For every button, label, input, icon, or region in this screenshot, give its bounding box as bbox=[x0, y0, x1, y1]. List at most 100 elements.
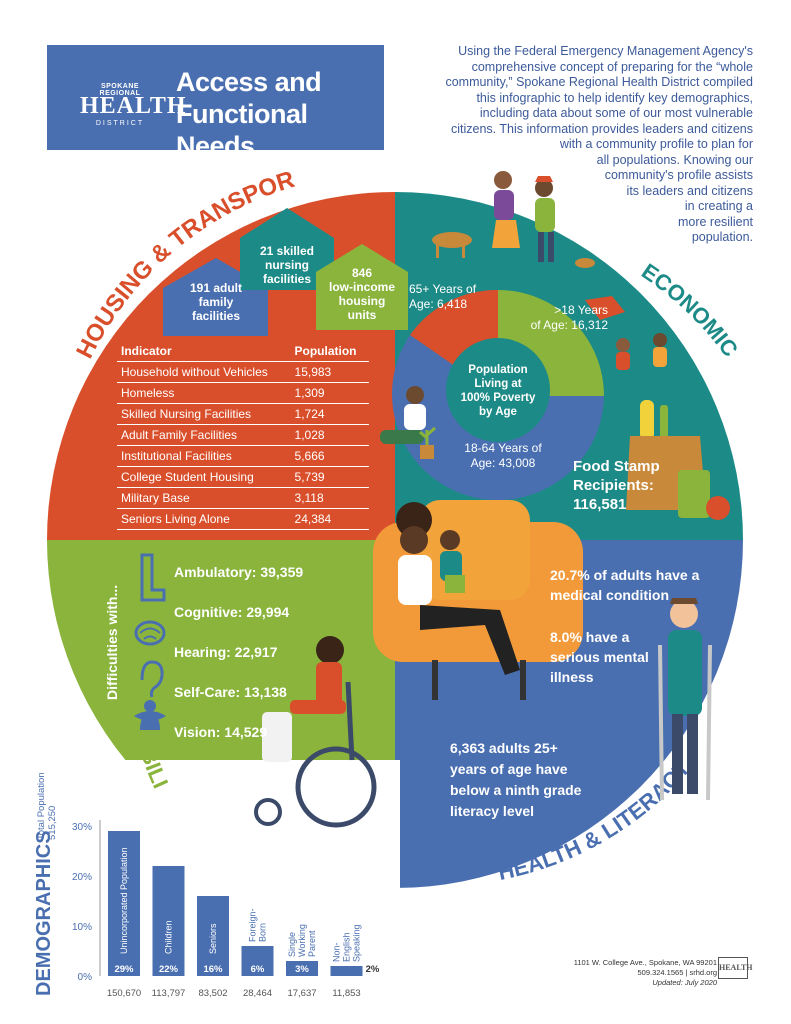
indicator-cell: Household without Vehicles bbox=[117, 361, 291, 383]
intro-line: community,” Spokane Regional Health Dist… bbox=[445, 75, 753, 89]
table-header-row: Indicator Population bbox=[117, 341, 369, 362]
food-stamp-line: 116,581 bbox=[573, 496, 627, 513]
population-cell: 1,028 bbox=[290, 424, 369, 446]
indicator-cell: Institutional Facilities bbox=[117, 445, 291, 467]
population-cell: 3,118 bbox=[290, 487, 369, 509]
footer-contact: 1101 W. College Ave., Spokane, WA 99201 … bbox=[505, 958, 717, 988]
difficulties-label: Difficulties with... bbox=[104, 584, 120, 700]
logo-main-text: HEALTH bbox=[80, 93, 187, 119]
header-indicator: Indicator bbox=[117, 341, 291, 362]
bar-category-label: Foreign-Born bbox=[248, 908, 268, 942]
literacy-stat: 6,363 adults 25+ years of age have below… bbox=[450, 738, 630, 822]
stat2-line: 8.0% have a bbox=[550, 629, 630, 645]
ear-icon bbox=[140, 660, 164, 698]
donut-label-1864: 18-64 Years of Age: 43,008 bbox=[448, 441, 558, 471]
donut-center-line: 100% Poverty bbox=[460, 392, 536, 404]
bar-category-label: Unincorporated Population bbox=[119, 847, 129, 954]
stat3-line: below a ninth grade bbox=[450, 782, 582, 798]
population-cell: 5,666 bbox=[290, 445, 369, 467]
stat2-line: illness bbox=[550, 669, 594, 685]
bar-count-label: 150,670 bbox=[107, 988, 141, 999]
footer-updated: Updated: July 2020 bbox=[652, 978, 717, 987]
leg-icon bbox=[140, 553, 166, 602]
food-stamp-line: Recipients: bbox=[573, 477, 654, 494]
one-in-six-label: 1 in 6 live with a disability bbox=[186, 759, 346, 797]
stat1-line: medical condition bbox=[550, 587, 670, 603]
bar-count-label: 17,637 bbox=[287, 988, 316, 999]
header-population: Population bbox=[290, 341, 369, 362]
bar-category-label: Children bbox=[164, 920, 174, 954]
bar-value-label: 2% bbox=[366, 964, 380, 975]
population-cell: 5,739 bbox=[290, 466, 369, 488]
disability-item: Self-Care: 13,138 bbox=[174, 672, 374, 712]
bar-category-label: Non-EnglishSpeaking bbox=[332, 924, 362, 962]
indicator-cell: Skilled Nursing Facilities bbox=[117, 403, 291, 425]
bar-count-label: 113,797 bbox=[152, 988, 186, 999]
house3-line: 846 bbox=[351, 266, 373, 280]
footer-logo: HEALTH bbox=[718, 957, 753, 979]
bar-value-label: 22% bbox=[159, 964, 179, 975]
intro-line: including data about some of our most vu… bbox=[479, 106, 753, 120]
intro-line: more resilient bbox=[677, 214, 753, 229]
bar-category-label: SingleWorkingParent bbox=[287, 924, 317, 957]
medical-condition-stat: 20.7% of adults have a medical condition bbox=[550, 565, 750, 605]
seg18-line: of Age: 16,312 bbox=[530, 318, 608, 332]
title-line-1: Access and bbox=[176, 67, 322, 97]
seg65-line: 65+ Years of bbox=[409, 282, 477, 296]
house1-line: facilities bbox=[191, 309, 241, 323]
intro-line: population. bbox=[691, 230, 753, 244]
house-label-adult-family: 191 adult family facilities bbox=[168, 281, 264, 323]
population-cell: 24,384 bbox=[290, 508, 369, 530]
stat3-line: literacy level bbox=[450, 803, 535, 819]
y-tick-label: 20% bbox=[72, 872, 92, 883]
bar-value-label: 29% bbox=[114, 964, 134, 975]
house3-line: units bbox=[347, 308, 377, 322]
bar-category-label: Seniors bbox=[208, 923, 218, 954]
crutches-boy-illustration bbox=[658, 598, 712, 801]
chart-title: DEMOGRAPHICS bbox=[33, 830, 55, 996]
chart-subtitle: Total Population515,250 bbox=[36, 772, 58, 840]
disability-item-label: Vision: 14,529 bbox=[174, 724, 268, 740]
house2-line: nursing bbox=[265, 258, 309, 272]
stat1-line: 20.7% of adults have a bbox=[550, 567, 700, 583]
intro-line: all populations. Knowing our bbox=[596, 152, 753, 167]
house-icon-skilled-nursing bbox=[240, 208, 334, 290]
stat3-line: years of age have bbox=[450, 761, 568, 777]
bar bbox=[330, 966, 363, 976]
intro-line: in creating a bbox=[684, 199, 753, 213]
stat2-line: serious mental bbox=[550, 649, 649, 665]
y-tick-label: 10% bbox=[72, 922, 92, 933]
housing-indicator-table: Indicator Population Household without V… bbox=[117, 341, 369, 530]
donut-center-line: Living at bbox=[474, 378, 522, 390]
one-in-six-line: 1 in 6 live with bbox=[186, 760, 281, 776]
bar bbox=[286, 961, 318, 976]
page-title: Access and Functional Needs bbox=[176, 66, 376, 162]
house1-line: family bbox=[198, 295, 234, 309]
disability-item: Vision: 14,529 bbox=[174, 712, 374, 752]
indicator-cell: Homeless bbox=[117, 382, 291, 404]
wheelchair-illustration bbox=[254, 636, 377, 828]
bar bbox=[152, 866, 185, 976]
house-icon-low-income bbox=[316, 244, 408, 330]
poverty-donut bbox=[392, 289, 604, 501]
bar-value-label: 3% bbox=[295, 964, 309, 975]
stat3-line: 6,363 adults 25+ bbox=[450, 740, 558, 756]
mental-illness-stat: 8.0% have a serious mental illness bbox=[550, 627, 700, 687]
population-cell: 1,309 bbox=[290, 382, 369, 404]
house3-line: housing bbox=[338, 294, 386, 308]
footer-address: 1101 W. College Ave., Spokane, WA 99201 bbox=[573, 958, 717, 967]
bar-count-label: 28,464 bbox=[243, 988, 272, 999]
donut-center-line: by Age bbox=[479, 406, 517, 418]
seg18-line: >18 Years bbox=[554, 303, 608, 317]
house1-line: 191 adult bbox=[189, 281, 243, 295]
logo-sub-text: DISTRICT bbox=[95, 120, 145, 127]
disability-item: Ambulatory: 39,359 bbox=[174, 552, 374, 592]
disability-item: Cognitive: 29,994 bbox=[174, 592, 374, 632]
